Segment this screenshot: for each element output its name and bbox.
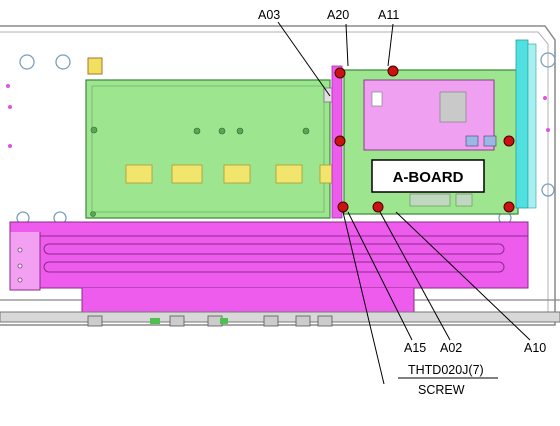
cyan-cable: [515, 39, 537, 209]
screw-a20: [334, 67, 346, 79]
screw-a15: [337, 201, 349, 213]
leader-lines: [277, 21, 531, 385]
screw-a11: [387, 65, 399, 77]
label-a20: A20: [327, 8, 349, 22]
label-a02: A02: [440, 341, 462, 355]
label-a10: A10: [524, 341, 546, 355]
screws: [334, 65, 515, 213]
label-a15: A15: [404, 341, 426, 355]
a-board-label-box: A-BOARD: [371, 159, 485, 193]
screw-a10: [503, 201, 515, 213]
screw-part-number: THTD020J(7): [408, 363, 484, 377]
bottom-frame: [0, 299, 560, 327]
a-board-label: A-BOARD: [393, 169, 464, 186]
screw-label: SCREW: [418, 383, 465, 397]
yellow-pads: [125, 164, 333, 184]
callout-labels: A03 A20 A11 A15 A02 A10 THTD020J(7) SCRE…: [258, 8, 546, 397]
screw-right-mid: [503, 135, 515, 147]
label-a03: A03: [258, 8, 280, 22]
screw-left-mid: [334, 135, 346, 147]
screw-a02: [372, 201, 384, 213]
label-a11: A11: [378, 8, 399, 22]
power-board-green: [85, 79, 337, 219]
